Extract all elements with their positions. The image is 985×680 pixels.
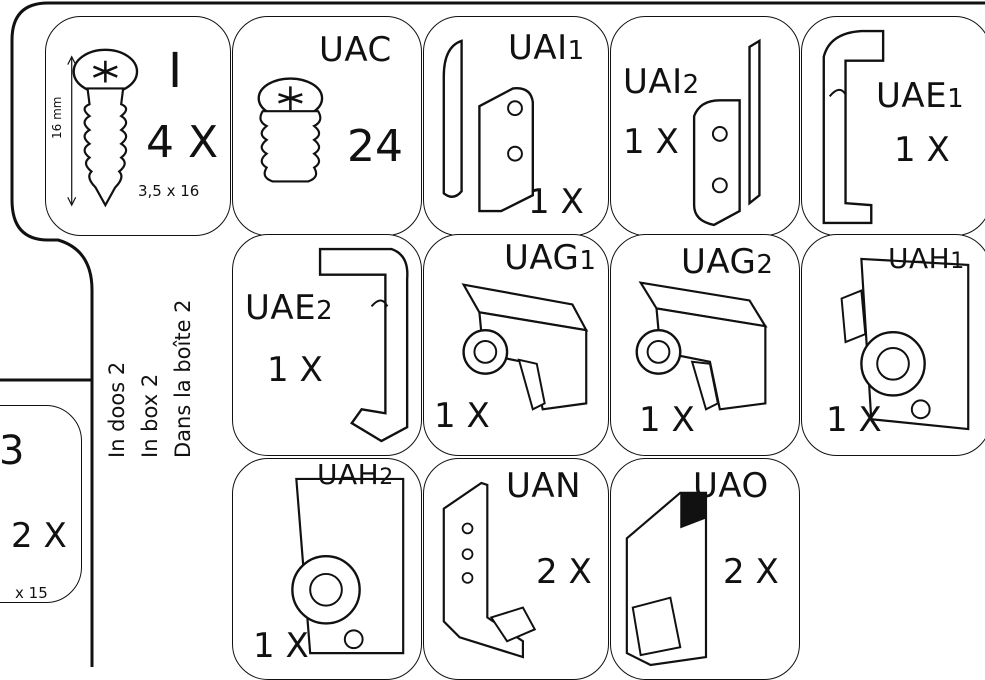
part-cell-UAO: UAO 2 X xyxy=(610,458,800,680)
countersunk-screw-icon xyxy=(67,48,139,208)
box-label-nl: In doos 2 xyxy=(105,361,129,458)
stop-clip-icon xyxy=(822,29,885,225)
part-cell-UAG1: UAG1 1 X xyxy=(423,234,609,456)
part-code-UAH1: UAH1 xyxy=(888,242,965,275)
part-code-UAC: UAC xyxy=(319,30,392,70)
part-cell-UAI1: UAI1 1 X xyxy=(423,16,609,236)
part-code-UAG1: UAG1 xyxy=(504,238,597,278)
part-code-I: I xyxy=(168,43,183,99)
part-qty-UAE2: 1 X xyxy=(267,350,323,390)
roller-carriage-icon xyxy=(461,283,589,411)
part-cell-UAN: UAN 2 X xyxy=(423,458,609,680)
part-qty-UAC: 24 xyxy=(347,121,403,172)
part-code-UAE1: UAE1 xyxy=(876,76,965,116)
part-cell-UAC: UAC 24 xyxy=(232,16,422,236)
part-code-UAH2: UAH2 xyxy=(317,458,394,491)
guide-cover-icon xyxy=(625,491,708,667)
part-qty-UAN: 2 X xyxy=(536,552,592,592)
left-part-size: x 15 xyxy=(15,584,48,602)
part-qty-UAO: 2 X xyxy=(723,552,779,592)
part-qty-UAG1: 1 X xyxy=(434,396,490,436)
wheel-plate-icon xyxy=(291,477,405,655)
roller-carriage-icon xyxy=(635,281,768,411)
part-qty-UAG2: 1 X xyxy=(639,400,695,440)
part-code-UAI2: UAI2 xyxy=(623,62,700,102)
guide-bracket-icon xyxy=(442,481,537,659)
left-part-qty: 2 X xyxy=(11,516,67,556)
part-code-UAG2: UAG2 xyxy=(681,242,774,282)
part-qty-UAI1: 1 X xyxy=(528,182,584,222)
part-cell-UAG2: UAG2 1 X xyxy=(610,234,800,456)
part-cell-UAE1: UAE1 1 X xyxy=(801,16,985,236)
part-code-UAE2: UAE2 xyxy=(245,288,334,328)
part-size-I: 3,5 x 16 xyxy=(138,182,200,200)
part-cell-UAE2: UAE2 1 X xyxy=(232,234,422,456)
part-cell-UAI2: UAI2 1 X xyxy=(610,16,800,236)
part-cell-UAH1: UAH1 1 X xyxy=(801,234,985,456)
left-part-panel: 3 2 X x 15 xyxy=(0,405,82,603)
part-code-UAI1: UAI1 xyxy=(508,28,585,68)
box-frame-line xyxy=(10,1,985,667)
part-dim-I: 16 mm xyxy=(50,96,64,139)
box-label-en: In box 2 xyxy=(138,373,162,458)
part-qty-UAE1: 1 X xyxy=(894,130,950,170)
hook-bracket-icon xyxy=(442,39,535,213)
part-qty-I: 4 X xyxy=(146,117,219,168)
part-qty-UAI2: 1 X xyxy=(623,122,679,162)
stop-clip-icon xyxy=(318,247,409,443)
part-code-UAN: UAN xyxy=(506,466,582,506)
hook-bracket-icon xyxy=(692,38,761,227)
cam-dowel-icon xyxy=(257,77,324,183)
part-qty-UAH2: 1 X xyxy=(253,626,309,666)
part-cell-UAH2: UAH2 1 X xyxy=(232,458,422,680)
part-cell-I: I 4 X 3,5 x 16 16 mm xyxy=(45,16,231,236)
part-code-UAO: UAO xyxy=(693,466,769,506)
part-qty-UAH1: 1 X xyxy=(826,400,882,440)
left-part-code: 3 xyxy=(0,428,25,474)
wheel-plate-icon xyxy=(840,257,970,431)
box-label-fr: Dans la boîte 2 xyxy=(171,299,195,458)
